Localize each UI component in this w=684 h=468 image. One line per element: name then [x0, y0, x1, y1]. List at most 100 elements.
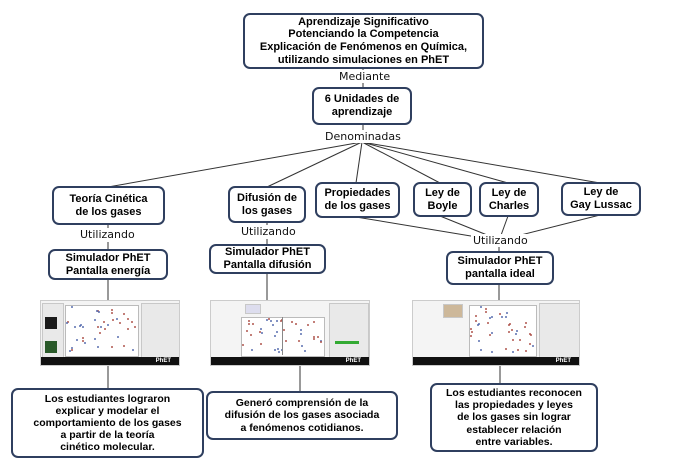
gas-particle — [320, 341, 322, 343]
gas-particle — [300, 329, 302, 331]
bottom-bar: PhET — [211, 357, 369, 365]
gas-particle — [79, 325, 81, 327]
gas-particle — [127, 328, 129, 330]
gas-particle — [116, 318, 118, 320]
gas-particle — [103, 321, 105, 323]
gas-particle — [117, 336, 119, 338]
gas-particle — [285, 340, 287, 342]
gas-particle — [119, 322, 121, 324]
gas-particle — [477, 324, 479, 326]
gas-particle — [313, 321, 315, 323]
gas-particle — [94, 319, 96, 321]
gas-chamber — [469, 305, 537, 357]
gas-particle — [475, 315, 477, 317]
gas-particle — [491, 351, 493, 353]
topic-ley-gay-lussac: Ley de Gay Lussac — [561, 182, 641, 216]
gas-particle — [82, 340, 84, 342]
gas-particle — [100, 326, 102, 328]
gas-particle — [478, 340, 480, 342]
gas-particle — [261, 332, 263, 334]
gas-particle — [505, 316, 507, 318]
phet-logo: PhET — [155, 358, 171, 364]
gas-particle — [74, 326, 76, 328]
gas-particle — [84, 342, 86, 344]
gas-particle — [501, 316, 503, 318]
gas-particle — [71, 347, 73, 349]
simulator-energia: Simulador PhET Pantalla energía — [48, 249, 168, 280]
gas-particle — [317, 336, 319, 338]
gas-particle — [283, 329, 285, 331]
screenshot-phet-energia: PhET — [40, 300, 180, 366]
gas-particle — [487, 322, 489, 324]
gas-particle — [516, 330, 518, 332]
gas-particle — [525, 322, 527, 324]
gas-particle — [480, 349, 482, 351]
topic-difusion: Difusión de los gases — [228, 186, 306, 223]
gas-particle — [313, 338, 315, 340]
gas-particle — [96, 310, 98, 312]
bottom-bar: PhET — [413, 357, 579, 365]
screenshot-phet-difusion: PhET — [210, 300, 370, 366]
top-widget — [443, 304, 463, 318]
gas-particle — [242, 344, 244, 346]
gas-particle — [82, 326, 84, 328]
simulator-ideal: Simulador PhET pantalla ideal — [446, 251, 554, 285]
gas-particle — [274, 349, 276, 351]
gas-particle — [107, 324, 109, 326]
gas-particle — [250, 334, 252, 336]
gas-particle — [134, 326, 136, 328]
gas-particle — [499, 313, 501, 315]
gas-particle — [67, 321, 69, 323]
gas-particle — [301, 345, 303, 347]
energy-histogram-2 — [45, 341, 57, 353]
gas-particle — [489, 334, 491, 336]
gas-particle — [251, 349, 253, 351]
gas-particle — [508, 331, 510, 333]
gas-particle — [248, 323, 250, 325]
gas-particle — [300, 333, 302, 335]
gas-particle — [66, 322, 68, 324]
gas-particle — [485, 308, 487, 310]
line-to-charles — [361, 141, 509, 184]
gas-particle — [478, 323, 480, 325]
gas-particle — [519, 339, 521, 341]
gas-particle — [530, 334, 532, 336]
label-denominadas: Denominadas — [323, 130, 403, 143]
topic-ley-charles: Ley de Charles — [479, 182, 539, 217]
gas-particle — [304, 350, 306, 352]
gas-particle — [99, 332, 101, 334]
green-indicator — [335, 341, 359, 344]
gas-particle — [266, 319, 268, 321]
gas-particle — [525, 350, 527, 352]
phet-logo: PhET — [345, 358, 361, 364]
divider — [282, 317, 283, 355]
gas-particle — [295, 323, 297, 325]
gas-particle — [260, 343, 262, 345]
gas-particle — [480, 306, 482, 308]
phet-logo: PhET — [555, 358, 571, 364]
gas-particle — [104, 328, 106, 330]
gas-particle — [98, 311, 100, 313]
gas-particle — [268, 318, 270, 320]
gas-particle — [277, 348, 279, 350]
gas-particle — [491, 316, 493, 318]
gas-particle — [489, 317, 491, 319]
line-to-propiedades — [355, 141, 363, 184]
outcome-leyes: Los estudiantes reconocen las propiedade… — [430, 383, 598, 452]
gas-particle — [248, 320, 250, 322]
topic-ley-boyle: Ley de Boyle — [413, 182, 472, 217]
gas-particle — [270, 320, 272, 322]
gas-particle — [529, 343, 531, 345]
line-to-boyle — [361, 141, 441, 184]
gas-particle — [82, 337, 84, 339]
title-box: Aprendizaje Significativo Potenciando la… — [243, 13, 484, 69]
gas-particle — [94, 338, 96, 340]
simulator-difusion: Simulador PhET Pantalla difusión — [209, 244, 326, 274]
gas-particle — [509, 323, 511, 325]
control-panel — [329, 303, 369, 359]
control-panel — [539, 303, 579, 359]
gas-particle — [506, 312, 508, 314]
gas-particle — [274, 335, 276, 337]
gas-particle — [123, 313, 125, 315]
screenshot-phet-ideal: PhET — [412, 300, 580, 366]
